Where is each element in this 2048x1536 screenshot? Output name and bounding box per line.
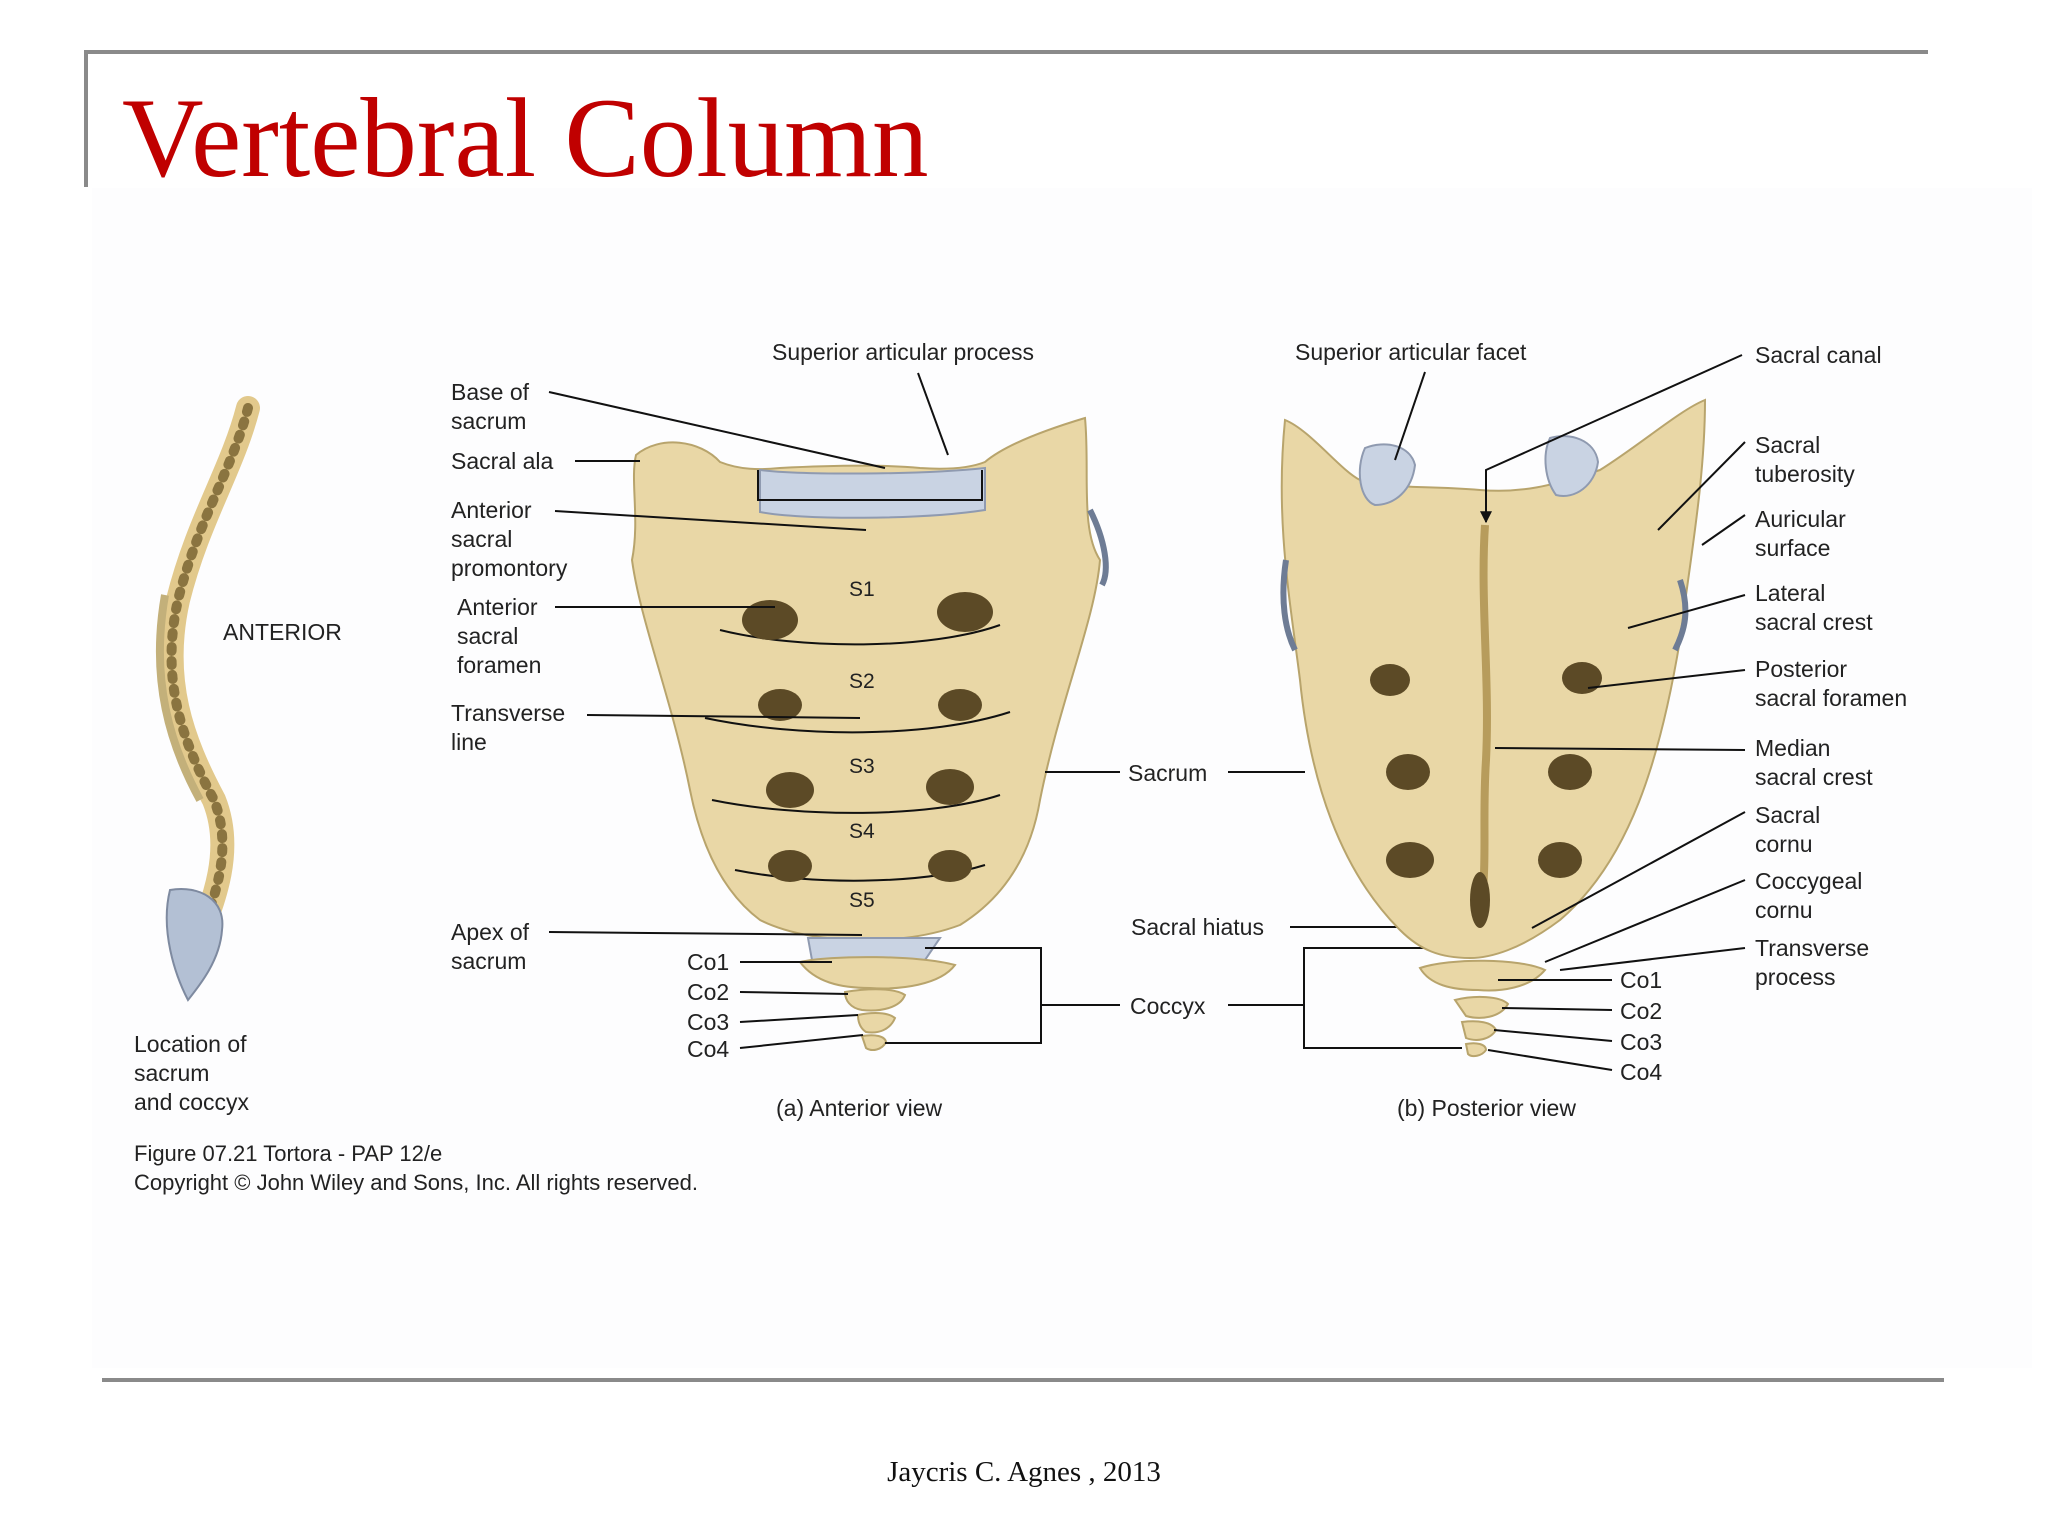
leader-transverse-line (586, 714, 861, 719)
label-anterior-sacral-foramen-1: Anterior (457, 594, 538, 620)
leader-lateral-sacral-crest (1627, 594, 1746, 629)
label-transverse-process-2: process (1755, 964, 1836, 990)
leader-posterior-co2 (1501, 1007, 1613, 1011)
caption-posterior-view: (b) Posterior view (1397, 1095, 1576, 1121)
label-posterior-sacral-foramen-1: Posterior (1755, 656, 1847, 682)
spine-caption-line-1: Location of (134, 1031, 247, 1057)
label-apex-of-sacrum-2: sacrum (451, 948, 526, 974)
sacrum-posterior-view (1280, 398, 1707, 1058)
leader-auricular-surface (1701, 514, 1746, 546)
label-base-of-sacrum-1: Base of (451, 379, 530, 405)
spine-caption-line-3: and coccyx (134, 1089, 250, 1115)
leader-anterior-co3 (739, 1014, 859, 1023)
bracket-superior-articular-process (757, 470, 983, 501)
label-transverse-line-1: Transverse (451, 700, 565, 726)
label-lateral-sacral-crest-1: Lateral (1755, 580, 1825, 606)
vertebral-column-illustration (155, 396, 260, 1002)
segment-label-s3: S3 (849, 755, 875, 778)
label-posterior-co4: Co4 (1620, 1059, 1662, 1085)
label-auricular-surface-1: Auricular (1755, 506, 1846, 532)
label-anterior-sacral-foramen-2: sacral (457, 623, 518, 649)
leader-anterior-co2 (739, 991, 849, 995)
bottom-rule (102, 1378, 1944, 1382)
label-coccyx: Coccyx (1130, 993, 1206, 1019)
label-superior-articular-process: Superior articular process (772, 339, 1034, 365)
segment-label-s4: S4 (849, 820, 875, 843)
segment-label-s2: S2 (849, 670, 875, 693)
leader-posterior-co4 (1487, 1049, 1613, 1071)
leader-median-sacral-crest (1494, 747, 1746, 751)
label-sacral-canal: Sacral canal (1755, 342, 1882, 368)
label-sacral-tuberosity-1: Sacral (1755, 432, 1820, 458)
bracket-anterior-coccyx (885, 947, 1042, 1044)
top-rule (84, 50, 1928, 54)
slide-title: Vertebral Column (122, 76, 929, 201)
label-coccygeal-cornu-2: cornu (1755, 897, 1813, 923)
label-sacral-cornu-2: cornu (1755, 831, 1813, 857)
spine-caption-line-2: sacrum (134, 1060, 209, 1086)
anterior-orientation-label: ANTERIOR (223, 619, 342, 645)
segment-label-s1: S1 (849, 578, 875, 601)
label-transverse-process-1: Transverse (1755, 935, 1869, 961)
bracket-posterior-coccyx (1303, 947, 1462, 1049)
leader-transverse-process (1559, 947, 1746, 971)
label-apex-of-sacrum-1: Apex of (451, 919, 530, 945)
figure-credit: Figure 07.21 Tortora - PAP 12/e (134, 1141, 442, 1166)
label-anterior-co1: Co1 (687, 949, 729, 975)
leader-posterior-sacral-foramen (1587, 669, 1746, 689)
label-sacral-tuberosity-2: tuberosity (1755, 461, 1855, 487)
caption-anterior-view: (a) Anterior view (776, 1095, 943, 1121)
label-anterior-sacral-promontory-1: Anterior (451, 497, 532, 523)
label-sacral-ala: Sacral ala (451, 448, 553, 474)
figure-area (92, 188, 2032, 1368)
leader-anterior-co4 (739, 1034, 864, 1049)
label-anterior-co4: Co4 (687, 1036, 729, 1062)
label-superior-articular-facet: Superior articular facet (1295, 339, 1527, 365)
label-anterior-sacral-foramen-3: foramen (457, 652, 541, 678)
leader-sacral-cornu (1531, 811, 1746, 929)
leader-apex-of-sacrum (548, 931, 863, 936)
label-median-sacral-crest-2: sacral crest (1755, 764, 1873, 790)
label-anterior-co3: Co3 (687, 1009, 729, 1035)
label-posterior-co1: Co1 (1620, 967, 1662, 993)
label-anterior-co2: Co2 (687, 979, 729, 1005)
slide-footer: Jaycris C. Agnes , 2013 (887, 1456, 1161, 1488)
label-anterior-sacral-promontory-3: promontory (451, 555, 568, 581)
label-posterior-co3: Co3 (1620, 1029, 1662, 1055)
sacrum-anterior-view (630, 416, 1109, 1051)
left-rule (84, 50, 88, 187)
label-median-sacral-crest-1: Median (1755, 735, 1830, 761)
leader-base-of-sacrum (548, 391, 886, 469)
copyright-notice: Copyright © John Wiley and Sons, Inc. Al… (134, 1170, 698, 1195)
leader-anterior-sacral-promontory (554, 510, 867, 531)
segment-label-s5: S5 (849, 889, 875, 912)
label-anterior-sacral-promontory-2: sacral (451, 526, 512, 552)
label-sacral-cornu-1: Sacral (1755, 802, 1820, 828)
label-transverse-line-2: line (451, 729, 487, 755)
leader-superior-articular-facet (1394, 371, 1426, 461)
arrow-sacral-canal (1480, 354, 1743, 524)
leader-superior-articular-process (917, 372, 949, 456)
label-base-of-sacrum-2: sacrum (451, 408, 526, 434)
leader-posterior-co3 (1493, 1029, 1613, 1042)
label-auricular-surface-2: surface (1755, 535, 1830, 561)
label-sacrum: Sacrum (1128, 760, 1207, 786)
leader-coccygeal-cornu (1544, 879, 1746, 963)
label-lateral-sacral-crest-2: sacral crest (1755, 609, 1873, 635)
label-sacral-hiatus: Sacral hiatus (1131, 914, 1264, 940)
leader-sacral-tuberosity (1657, 441, 1746, 531)
label-coccygeal-cornu-1: Coccygeal (1755, 868, 1862, 894)
label-posterior-co2: Co2 (1620, 998, 1662, 1024)
label-posterior-sacral-foramen-2: sacral foramen (1755, 685, 1907, 711)
